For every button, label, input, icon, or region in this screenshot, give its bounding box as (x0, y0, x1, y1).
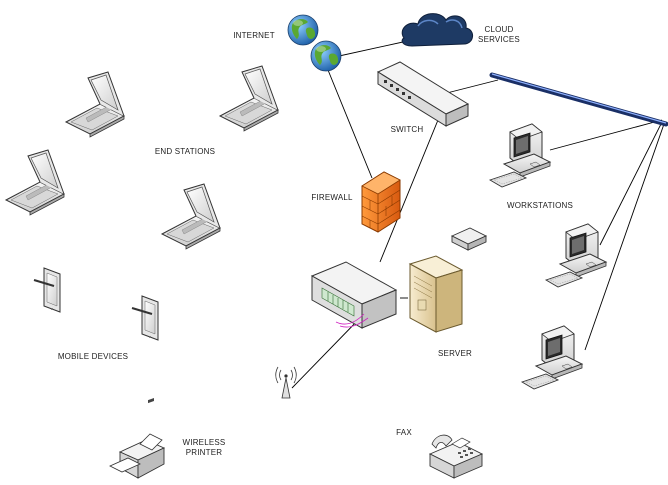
firewall-icon (361, 171, 401, 233)
globe-icon (287, 14, 319, 46)
cloud-icon (401, 13, 473, 47)
label-internet: INTERNET (233, 31, 275, 40)
server-icon (408, 255, 464, 333)
workstation-icon (521, 325, 583, 390)
laptop-icon (161, 183, 221, 250)
connection-lines (291, 39, 665, 389)
switch-icon (376, 61, 470, 127)
label-firewall: FIREWALL (311, 193, 353, 202)
fax-icon (428, 434, 484, 479)
antenna-icon (275, 366, 297, 399)
label-switch: SWITCH (390, 125, 424, 134)
label-cloud-services: CLOUD SERVICES (478, 25, 520, 44)
label-mobile-devices: MOBILE DEVICES (57, 352, 129, 361)
laptop-icon (219, 65, 279, 132)
workstation-icon (489, 123, 551, 188)
label-end-stations: END STATIONS (154, 147, 216, 156)
workstation-icon (545, 223, 607, 288)
laptop-icon (5, 149, 65, 216)
label-wireless-printer: WIRELESS PRINTER (182, 438, 226, 457)
tablet-icon (33, 267, 61, 313)
laptop-icon (65, 71, 125, 138)
router-icon (310, 261, 398, 329)
label-workstations: WORKSTATIONS (506, 201, 574, 210)
label-server: SERVER (438, 349, 472, 358)
small-device-icon (450, 227, 488, 251)
tablet-icon (131, 295, 159, 341)
printer-icon (109, 397, 166, 479)
globe-icon (310, 40, 342, 72)
backbone-icon (489, 72, 668, 127)
label-fax: FAX (396, 428, 412, 437)
